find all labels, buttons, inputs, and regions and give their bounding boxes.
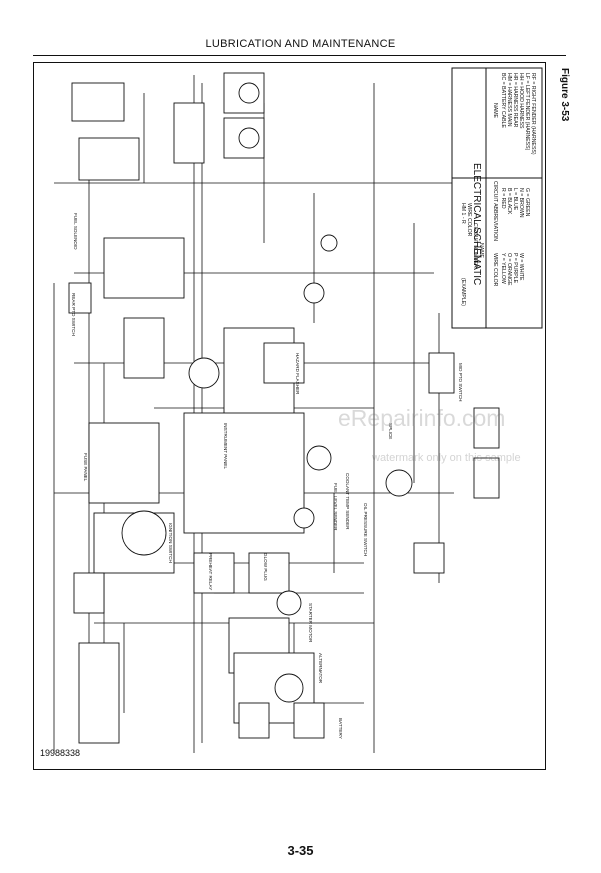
schematic-frame bbox=[33, 62, 546, 770]
legend-abbrev-1: HM = HARNESS MAIN bbox=[506, 73, 512, 127]
legend-wire-color-header: WIRE COLOR bbox=[492, 253, 498, 287]
component-label-hazard-flasher: HAZARD FLASHER bbox=[295, 353, 300, 395]
component-label-splice: SPLICE bbox=[388, 423, 393, 439]
component-label-preheat-relay: PREHEAT RELAY bbox=[208, 553, 213, 590]
legend-abbrev-4: LF = LEFT FENDER (HARNESS) bbox=[524, 73, 530, 151]
legend-abbrev-3: HH = HOOD HARNESS bbox=[518, 73, 524, 129]
legend-wire-color-0: R = RED bbox=[500, 188, 506, 209]
legend-name-header: NAME bbox=[492, 103, 498, 119]
legend-abbrev-header: CIRCUIT ABBREVIATION bbox=[492, 181, 498, 241]
legend-example-note-2: NAME bbox=[478, 243, 484, 259]
legend-wire-color-8: W = WHITE bbox=[518, 253, 524, 281]
figure-label: Figure 3-53 bbox=[552, 60, 596, 150]
part-number: 19988338 bbox=[40, 748, 81, 758]
schematic-title: ELECTRICAL SCHEMATIC bbox=[471, 163, 482, 285]
legend-wire-color-6: O = ORANGE bbox=[506, 253, 512, 286]
component-label-alternator: ALTERNATOR bbox=[318, 653, 323, 684]
component-label-fuel-level: FUEL LEVEL SENDER bbox=[333, 483, 338, 531]
component-label-rear-pto: REAR PTO SWITCH bbox=[71, 293, 76, 336]
legend-example-code: HM 1 - R bbox=[460, 203, 466, 224]
legend-wire-color-2: L = BLUE bbox=[512, 188, 518, 211]
component-label-oil-pressure: OIL PRESSURE SWITCH bbox=[363, 503, 368, 556]
legend-example-note-1: CIRCUIT NUMBER bbox=[472, 223, 478, 268]
legend-example-note-3: (EXAMPLE) bbox=[460, 278, 466, 306]
watermark-note: watermark only on this sample bbox=[372, 452, 521, 464]
component-label-battery: BATTERY bbox=[338, 718, 343, 739]
electrical-schematic: ELECTRICAL SCHEMATIC CIRCUIT ABBREVIATIO… bbox=[53, 67, 543, 753]
component-label-coolant-temp: COOLANT TEMP SENDER bbox=[345, 473, 350, 530]
component-label-fuel-solenoid: FUEL SOLENOID bbox=[73, 213, 78, 250]
component-label-fuse-panel: FUSE PANEL bbox=[83, 453, 88, 482]
watermark-site: eRepairinfo.com bbox=[338, 405, 506, 431]
legend-wire-color-7: P = PURPLE bbox=[512, 253, 518, 284]
legend-wire-color-1: B = BLACK bbox=[506, 188, 512, 215]
component-label-mid-pto: MID PTO SWITCH bbox=[458, 363, 463, 401]
component-label-glow-plug: GLOW PLUG bbox=[263, 553, 268, 581]
legend-wire-color-5: Y = YELLOW bbox=[500, 253, 506, 284]
legend-abbrev-2: HR = HARNESS REAR bbox=[512, 73, 518, 128]
header-rule bbox=[33, 55, 566, 56]
page-header: LUBRICATION AND MAINTENANCE bbox=[205, 38, 396, 50]
legend-abbrev-5: RF = RIGHT FENDER (HARNESS) bbox=[530, 73, 536, 155]
figure-label-text: Figure 3-53 bbox=[559, 68, 570, 122]
page-number: 3-35 bbox=[287, 843, 314, 858]
component-label-starter: STARTER MOTOR bbox=[308, 603, 313, 643]
legend-wire-color-3: N = BROWN bbox=[518, 188, 524, 218]
legend-abbrev-0: BC = BATTERY CABLE bbox=[500, 73, 506, 128]
legend-wire-color-4: G = GREEN bbox=[524, 188, 530, 217]
legend-example-note-0: WIRE COLOR bbox=[466, 203, 472, 237]
component-label-instrument-panel: INSTRUMENT PANEL bbox=[223, 423, 228, 469]
component-label-ignition-switch: IGNITION SWITCH bbox=[168, 523, 173, 563]
